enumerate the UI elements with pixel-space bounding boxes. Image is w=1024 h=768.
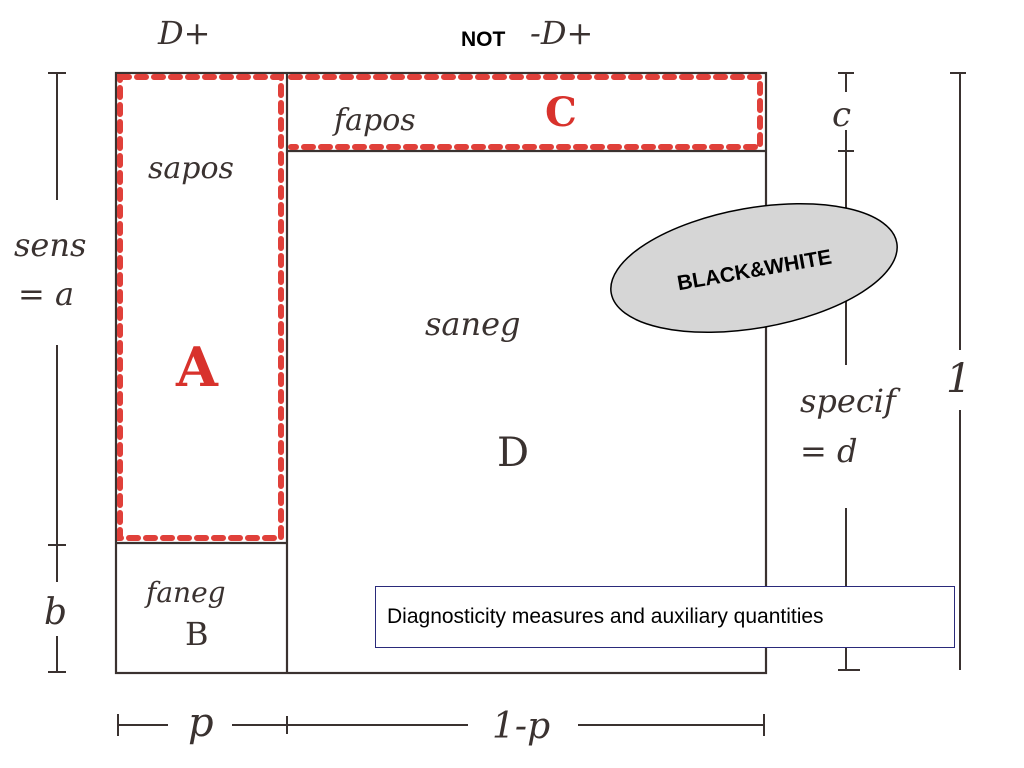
specif-label: specif	[800, 382, 901, 420]
sens-equals-a: = a	[18, 275, 74, 313]
main-square	[114, 71, 768, 675]
badge-ellipse	[610, 203, 898, 333]
d-plus-label: D+	[157, 14, 210, 52]
specif-equals-d: = d	[800, 432, 857, 470]
c-axis-label: c	[832, 95, 851, 135]
region-a-outline	[117, 74, 284, 541]
black-white-badge: BLACK&WHITE	[610, 203, 898, 333]
region-c-letter: C	[545, 89, 577, 136]
b-axis-label: b	[44, 592, 67, 633]
one-minus-p-label: 1-p	[492, 706, 550, 747]
sens-label: sens	[14, 226, 86, 264]
not-d-plus-label: -D+	[530, 14, 593, 52]
outer-frame	[114, 71, 768, 675]
one-axis-label: 1	[946, 356, 971, 402]
bottom-axis	[117, 714, 765, 736]
left-axis	[48, 72, 66, 673]
highlight-regions	[117, 74, 763, 541]
saneg-label: saneg	[425, 305, 521, 343]
fapos-label: fapos	[332, 103, 416, 138]
caption-text: Diagnosticity measures and auxiliary qua…	[387, 605, 824, 628]
region-a-letter: A	[175, 335, 219, 399]
caption-box: Diagnosticity measures and auxiliary qua…	[375, 586, 955, 648]
region-d-letter: D	[497, 430, 529, 476]
region-b-letter: B	[185, 615, 209, 653]
region-c-outline	[288, 74, 763, 150]
sapos-label: sapos	[148, 151, 234, 186]
p-axis-label: p	[188, 700, 214, 746]
faneg-label: faneg	[144, 576, 226, 609]
not-label: NOT	[461, 28, 506, 51]
